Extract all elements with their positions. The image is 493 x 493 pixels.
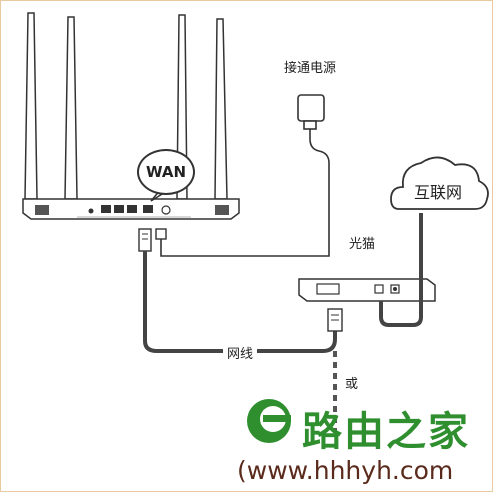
power-cable: [160, 201, 330, 257]
modem-device: [298, 278, 436, 302]
ethernet-plug-modem: [327, 308, 343, 332]
watermark-brand: 路由之家: [302, 409, 470, 455]
power-label: 接通电源: [284, 61, 337, 76]
power-plug: [155, 228, 167, 240]
router-antennas: [24, 12, 228, 200]
ethernet-plug-router: [138, 228, 152, 252]
internet-cloud-icon: [390, 156, 489, 210]
brand-logo-icon: [247, 399, 291, 443]
wan-port-label: WAN: [137, 149, 195, 195]
fiber-cable: [379, 213, 423, 327]
router-body: [22, 198, 240, 220]
modem-label: 光猫: [349, 237, 376, 252]
power-adapter-icon: [297, 94, 330, 201]
watermark-url: (www.hhhyh.com: [237, 456, 454, 485]
cable-label: 网线: [223, 343, 258, 362]
or-label: 或: [345, 377, 359, 392]
internet-label: 互联网: [413, 183, 462, 202]
